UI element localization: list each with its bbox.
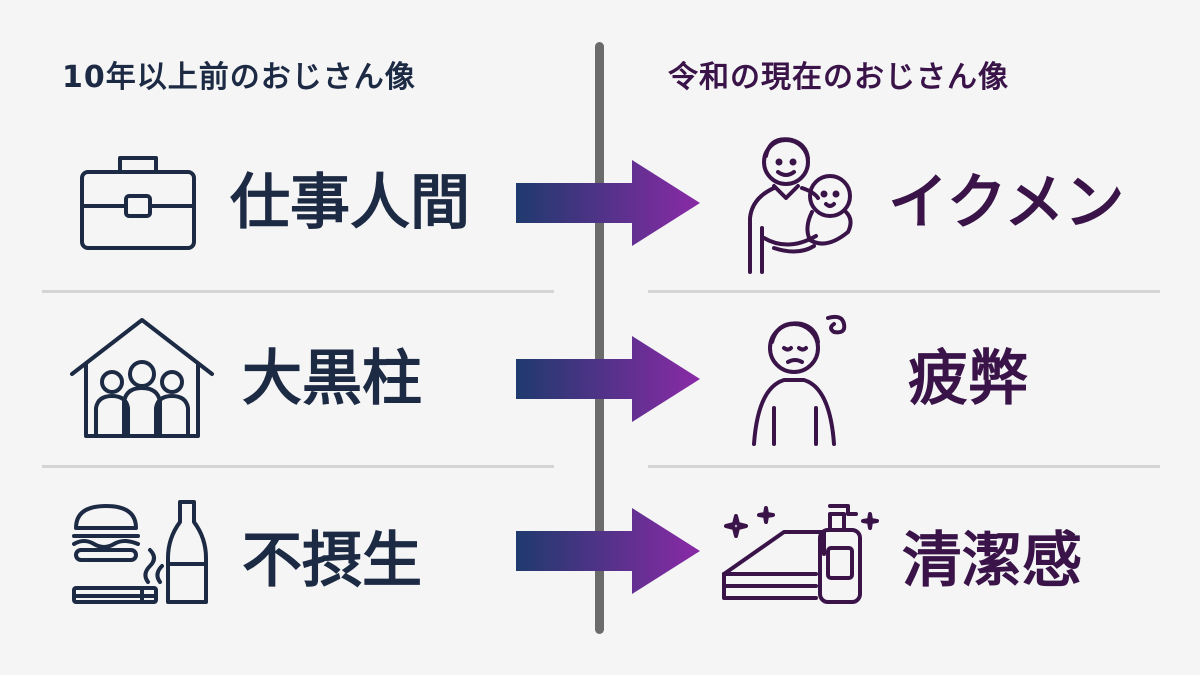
row-separator-right-2: [648, 465, 1160, 468]
left-label-workaholic: 仕事人間: [230, 168, 470, 238]
left-label-unhealthy: 不摂生: [242, 526, 422, 596]
burger-cigarette-sake-icon: [72, 500, 208, 604]
briefcase-icon: [80, 156, 196, 250]
right-label-cleanliness: 清潔感: [902, 526, 1082, 596]
towel-soap-bottle-icon: [722, 504, 879, 604]
right-label-ikumen: イクメン: [888, 168, 1125, 238]
transition-arrow-3: [516, 508, 700, 594]
father-holding-baby-icon: [748, 137, 853, 274]
row-separator-left-2: [42, 465, 554, 468]
left-label-breadwinner: 大黒柱: [242, 344, 422, 414]
row-separator-right-1: [648, 290, 1160, 293]
house-with-family-icon: [70, 318, 214, 438]
transition-arrow-1: [516, 160, 700, 246]
left-column-heading: 10年以上前のおじさん像: [62, 60, 416, 95]
right-label-exhausted: 疲弊: [908, 344, 1028, 414]
center-divider: [595, 42, 604, 634]
transition-arrow-2: [516, 336, 700, 422]
tired-man-icon: [752, 314, 847, 446]
right-column-heading: 令和の現在のおじさん像: [668, 60, 1009, 95]
row-separator-left-1: [42, 290, 554, 293]
